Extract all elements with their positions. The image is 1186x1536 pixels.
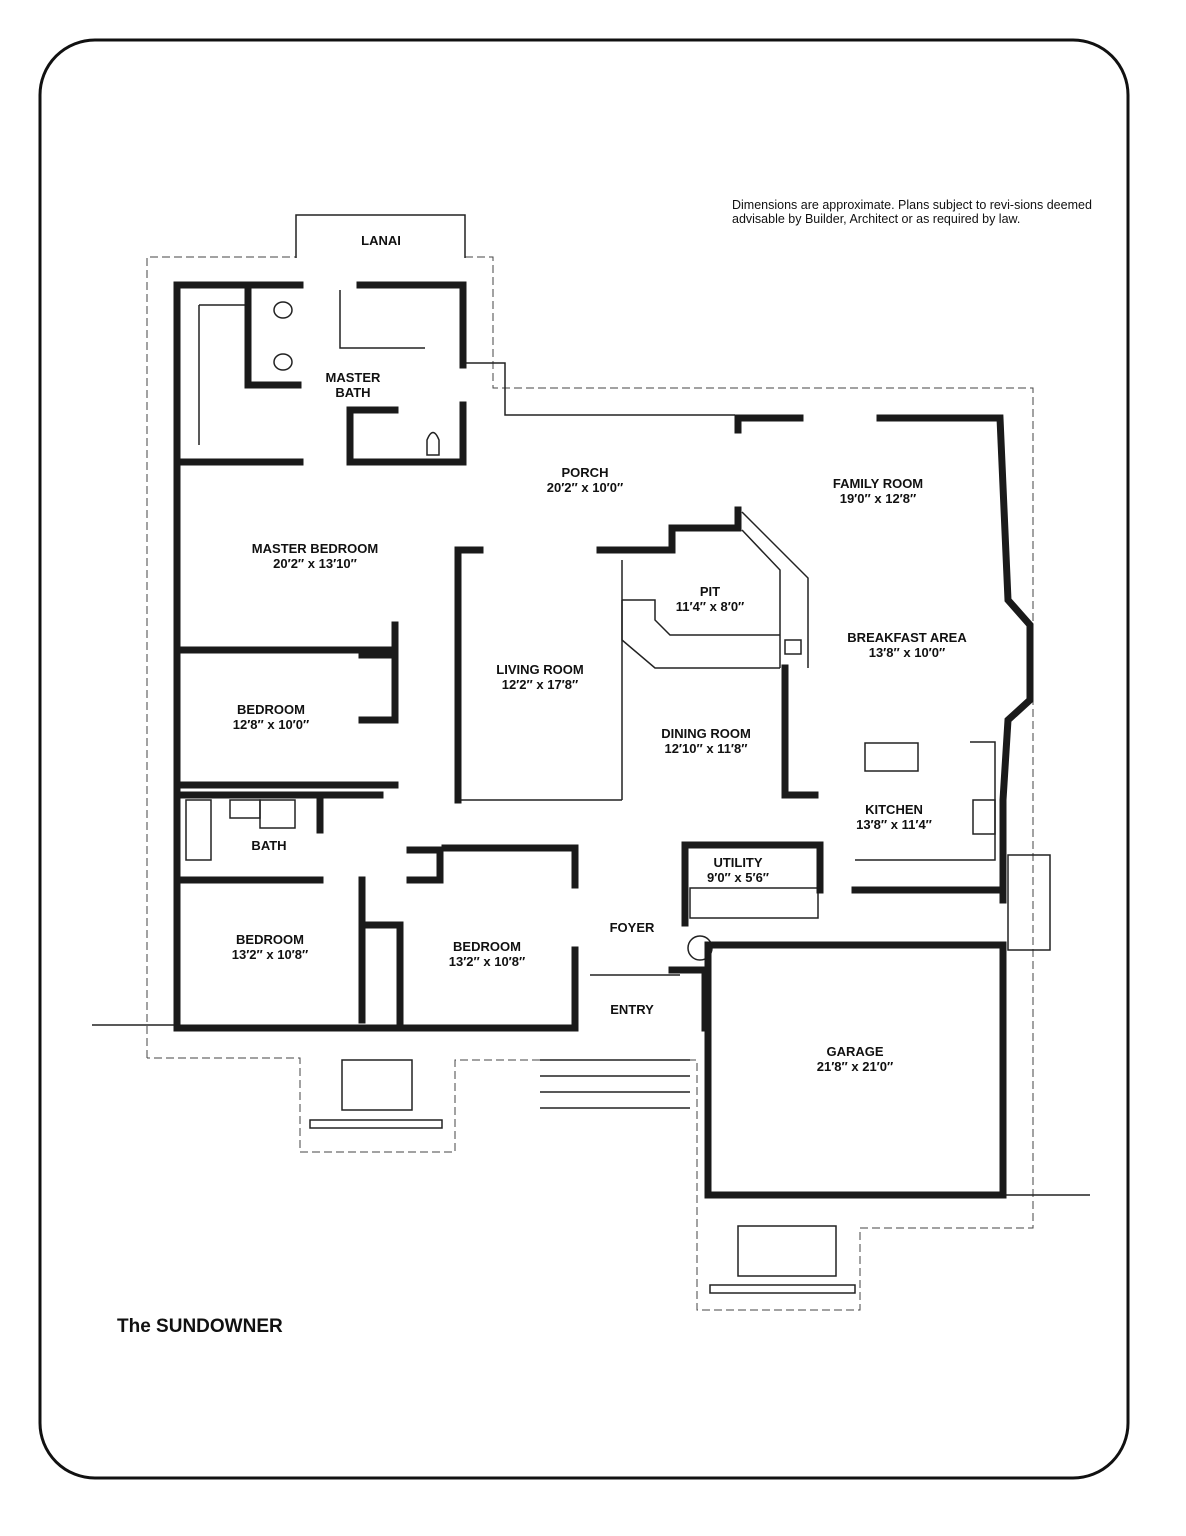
room-name: LIVING ROOM (496, 662, 584, 677)
room-name: ENTRY (610, 1002, 654, 1017)
room-name: DINING ROOM (661, 726, 751, 741)
room-name: BEDROOM (236, 932, 304, 947)
room-name: KITCHEN (865, 802, 923, 817)
plan-title: The SUNDOWNER (117, 1316, 283, 1337)
room-dimensions: 12′8″ x 10′0″ (232, 717, 310, 732)
room-name: GARAGE (826, 1044, 884, 1059)
room-dimensions: 12′10″ x 11′8″ (664, 741, 748, 756)
room-dimensions: 13′2″ x 10′8″ (448, 954, 526, 969)
room-name: BATH (251, 838, 287, 853)
room-dimensions: 11′4″ x 8′0″ (675, 599, 745, 614)
room-name: MASTER BATH (325, 370, 381, 400)
room-name: UTILITY (713, 855, 763, 870)
room-name: BEDROOM (453, 939, 521, 954)
room-name: PIT (699, 584, 721, 599)
room-dimensions: 21′8″ x 21′0″ (816, 1059, 894, 1074)
page-border (38, 38, 1130, 1480)
room-lanai: LANAI (361, 233, 401, 248)
room-dimensions: 9′0″ x 5′6″ (706, 870, 770, 885)
disclaimer-note: Dimensions are approximate. Plans subjec… (732, 198, 1092, 226)
room-dimensions: 19′0″ x 12′8″ (839, 491, 917, 506)
lanai-outline (295, 214, 466, 258)
room-foyer: FOYER (610, 920, 655, 935)
room-name: PORCH (561, 465, 609, 480)
room-name: MASTER BEDROOM (251, 541, 379, 556)
room-name: LANAI (361, 233, 401, 248)
room-entry: ENTRY (610, 1002, 654, 1017)
room-dimensions: 13′8″ x 10′0″ (868, 645, 946, 660)
room-dimensions: 13′8″ x 11′4″ (856, 817, 932, 832)
room-name: BEDROOM (237, 702, 305, 717)
room-name: FOYER (609, 920, 655, 935)
room-dimensions: 12′2″ x 17′8″ (501, 677, 579, 692)
room-dimensions: 20′2″ x 10′0″ (546, 480, 624, 495)
room-name: BREAKFAST AREA (847, 630, 967, 645)
room-name: FAMILY ROOM (832, 476, 924, 491)
room-dimensions: 20′2″ x 13′10″ (273, 556, 357, 571)
room-bath: BATH (251, 838, 286, 853)
thin-lines (92, 290, 1090, 1294)
roof-outline (146, 256, 1034, 1311)
walls (173, 281, 1034, 1199)
room-master-bath: MASTER BATH (318, 370, 388, 400)
room-dimensions: 13′2″ x 10′8″ (231, 947, 309, 962)
